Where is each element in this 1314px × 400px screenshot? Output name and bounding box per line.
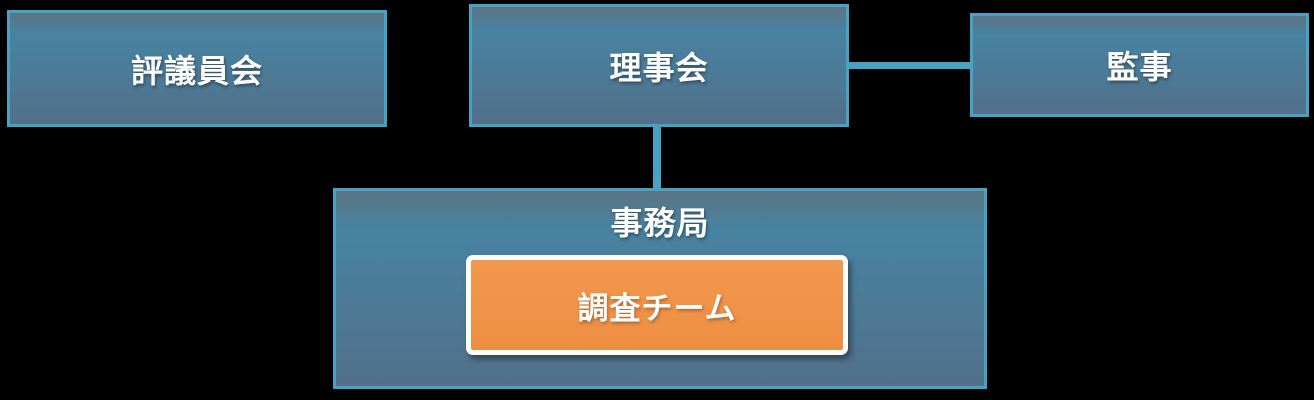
node-auditor-label: 監事 xyxy=(1106,49,1173,85)
node-secretariat-label: 事務局 xyxy=(610,205,710,241)
node-auditor: 監事 xyxy=(970,13,1309,117)
node-directors-label: 理事会 xyxy=(609,49,709,86)
connector-directors-auditor xyxy=(849,62,970,69)
connector-directors-secretariat xyxy=(653,127,661,189)
node-research-team: 調査チーム xyxy=(466,255,848,355)
node-councilors: 評議員会 xyxy=(7,10,387,127)
node-research-team-label: 調査チーム xyxy=(577,290,737,326)
node-directors: 理事会 xyxy=(469,4,849,127)
node-councilors-label: 評議員会 xyxy=(130,52,263,89)
